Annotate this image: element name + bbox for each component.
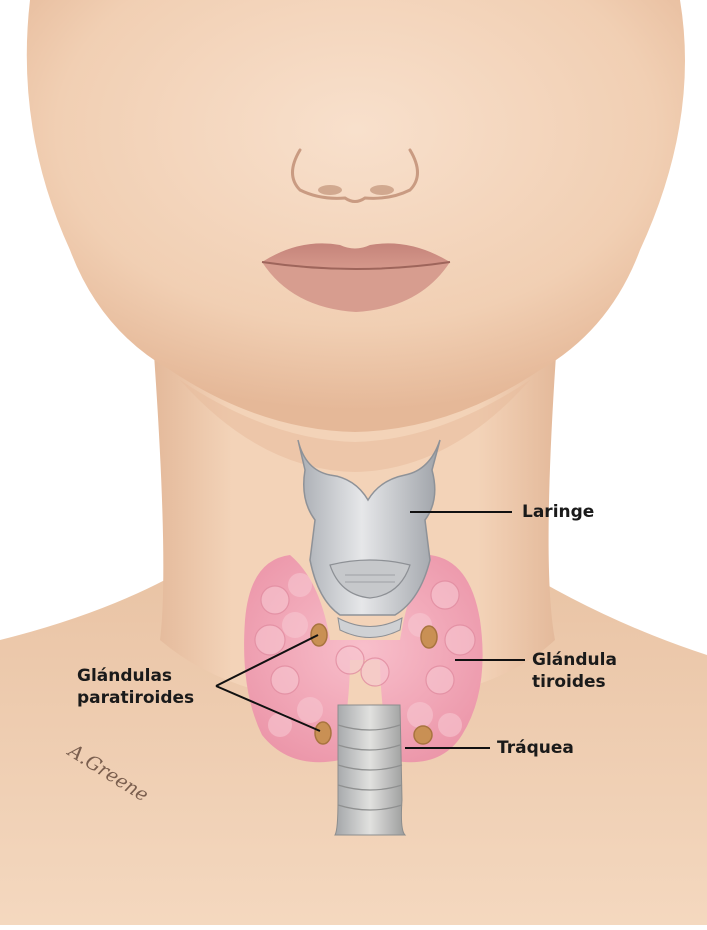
face (27, 0, 685, 432)
label-tiroides-line2: tiroides (532, 672, 606, 692)
trachea (335, 705, 405, 835)
label-paratiroides-line2: paratiroides (77, 688, 194, 708)
label-traquea: Tráquea (497, 738, 574, 758)
label-laringe: Laringe (522, 502, 594, 522)
label-glandula-line1: Glándula (532, 650, 617, 670)
label-glandulas-line1: Glándulas (77, 666, 172, 686)
